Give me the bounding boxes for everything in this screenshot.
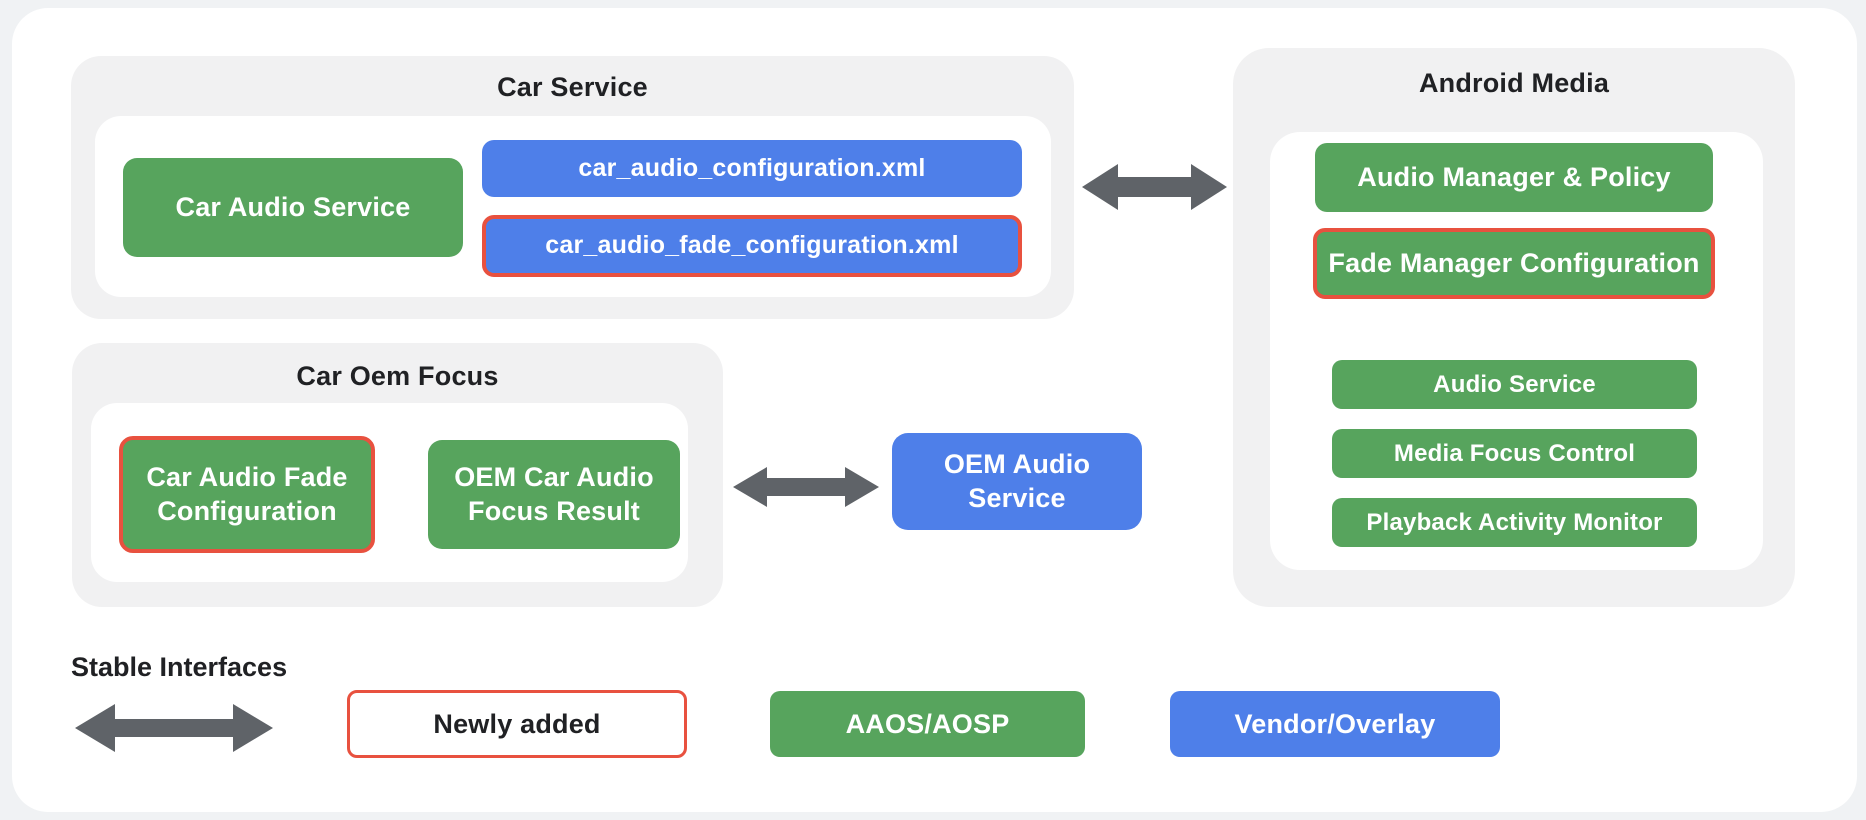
media-focus-control-node: Media Focus Control xyxy=(1332,429,1697,478)
car-audio-fade-configuration-node: Car Audio Fade Configuration xyxy=(119,436,375,553)
legend-newly-added: Newly added xyxy=(347,690,687,758)
fade-manager-configuration-node: Fade Manager Configuration xyxy=(1313,228,1715,299)
android-media-section: Android Media Audio Manager & Policy Fad… xyxy=(1233,48,1795,607)
legend-aaos-aosp: AAOS/AOSP xyxy=(770,691,1085,757)
android-media-title: Android Media xyxy=(1418,68,1610,98)
car-oem-focus-title: Car Oem Focus xyxy=(296,361,499,391)
android-media-inner-panel: Audio Manager & Policy Fade Manager Conf… xyxy=(1270,132,1763,570)
oem-car-audio-focus-result-node: OEM Car Audio Focus Result xyxy=(428,440,680,549)
car-audio-fade-configuration-xml-node: car_audio_fade_configuration.xml xyxy=(482,215,1022,277)
legend-vendor-overlay: Vendor/Overlay xyxy=(1170,691,1500,757)
car-service-android-media-arrow-icon xyxy=(1082,164,1227,210)
stable-interfaces-label: Stable Interfaces xyxy=(71,652,288,682)
oem-audio-service-node: OEM Audio Service xyxy=(892,433,1142,530)
arrow-right-head-icon xyxy=(1191,164,1227,210)
car-service-section: Car Service Car Audio Service car_audio_… xyxy=(71,56,1074,319)
arrow-left-head-icon xyxy=(1082,164,1118,210)
stable-interfaces-arrow-icon xyxy=(75,704,273,752)
car-service-inner-panel: Car Audio Service car_audio_configuratio… xyxy=(95,116,1051,297)
car-oem-focus-oem-audio-service-arrow-icon xyxy=(733,467,879,507)
car-audio-configuration-xml-node: car_audio_configuration.xml xyxy=(482,140,1022,197)
car-audio-service-node: Car Audio Service xyxy=(123,158,463,257)
arrow-right-head-icon xyxy=(233,704,273,752)
arrow-shaft xyxy=(767,478,845,496)
playback-activity-monitor-node: Playback Activity Monitor xyxy=(1332,498,1697,547)
arrow-shaft xyxy=(1118,177,1191,197)
arrow-left-head-icon xyxy=(733,467,767,507)
audio-manager-policy-node: Audio Manager & Policy xyxy=(1315,143,1713,212)
car-service-title: Car Service xyxy=(497,72,648,102)
audio-service-node: Audio Service xyxy=(1332,360,1697,409)
arrow-left-head-icon xyxy=(75,704,115,752)
arrow-shaft xyxy=(115,719,233,737)
arrow-right-head-icon xyxy=(845,467,879,507)
car-oem-focus-inner-panel: Car Audio Fade Configuration OEM Car Aud… xyxy=(91,403,688,582)
car-oem-focus-section: Car Oem Focus Car Audio Fade Configurati… xyxy=(72,343,723,607)
